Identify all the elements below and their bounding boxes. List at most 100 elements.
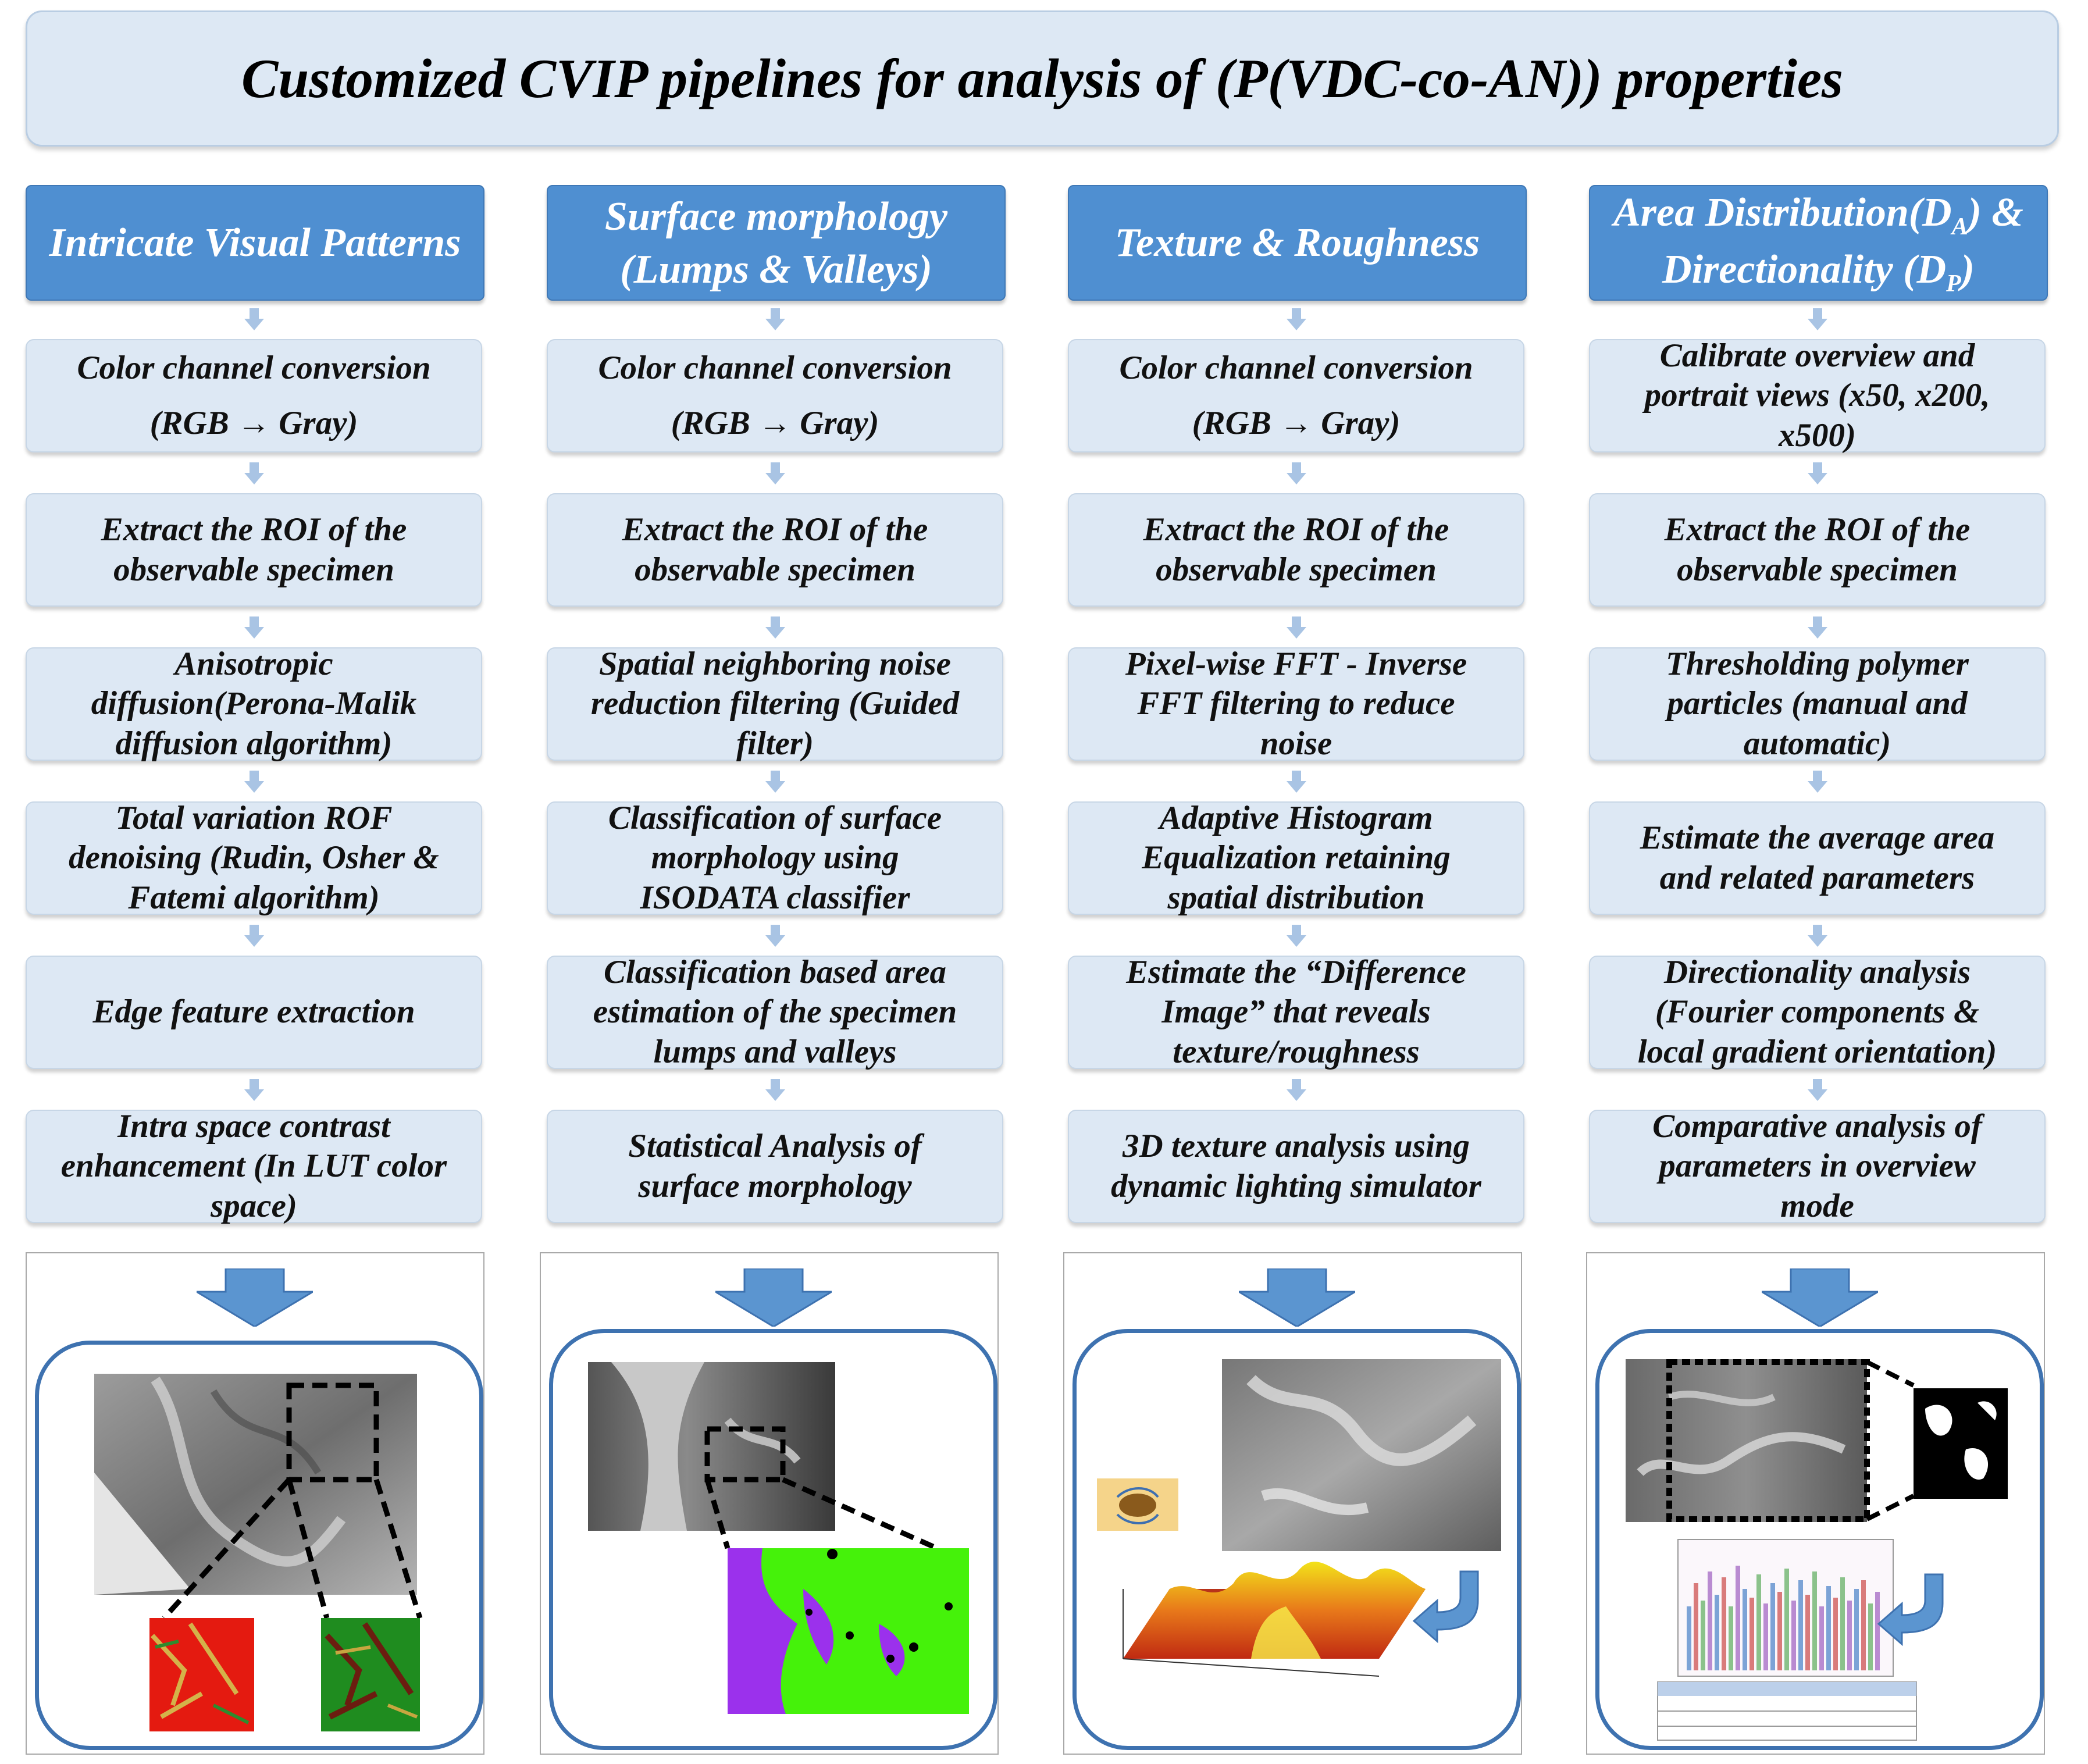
texture-3d-illustration bbox=[1097, 1359, 1501, 1677]
step-line: ISODATA classifier bbox=[640, 879, 910, 916]
down-arrow-icon bbox=[1808, 616, 1827, 639]
step-line: Estimate the average area bbox=[1640, 819, 1995, 857]
step-line: Color channel conversion bbox=[77, 350, 431, 387]
down-arrow-icon bbox=[244, 616, 264, 639]
step-box: Extract the ROI of the observable specim… bbox=[26, 493, 482, 607]
step-line: denoising (Rudin, Osher & bbox=[69, 839, 439, 876]
step-box: Intra space contrast enhancement (In LUT… bbox=[26, 1108, 482, 1224]
step-line: estimation of the specimen bbox=[593, 993, 957, 1031]
step-line: FFT filtering to reduce bbox=[1137, 685, 1455, 722]
step-line: Extract the ROI of the bbox=[1143, 511, 1449, 548]
big-down-arrow-icon bbox=[1762, 1268, 1878, 1327]
header-line: Directionality (DP) bbox=[1662, 247, 1975, 297]
step-box: Color channel conversion (RGB → Gray) bbox=[1068, 339, 1524, 452]
down-arrow-icon bbox=[1808, 308, 1827, 330]
down-arrow-icon bbox=[1808, 462, 1827, 484]
header-line: Intricate Visual Patterns bbox=[49, 220, 461, 265]
step-box: Extract the ROI of the observable specim… bbox=[547, 493, 1003, 607]
step-line: Edge feature extraction bbox=[92, 993, 415, 1031]
step-line: local gradient orientation) bbox=[1637, 1033, 1997, 1070]
step-box: Pixel-wise FFT - Inverse FFT filtering t… bbox=[1068, 646, 1524, 762]
down-arrow-icon bbox=[244, 462, 264, 484]
step-box: Classification based area estimation of … bbox=[547, 953, 1003, 1070]
step-line: lumps and valleys bbox=[653, 1033, 897, 1070]
down-arrow-icon bbox=[765, 462, 785, 484]
step-line: Directionality analysis bbox=[1663, 953, 1971, 990]
step-line: Classification based area bbox=[603, 953, 946, 990]
step-line: Adaptive Histogram bbox=[1159, 799, 1433, 836]
down-arrow-icon bbox=[765, 308, 785, 330]
step-line: diffusion algorithm) bbox=[115, 725, 393, 762]
header-line: Surface morphology bbox=[604, 194, 948, 239]
step-box: Statistical Analysis of surface morpholo… bbox=[547, 1110, 1003, 1223]
step-box: Estimate the average area and related pa… bbox=[1589, 801, 2046, 915]
step-line: and related parameters bbox=[1659, 859, 1975, 896]
isodata-illustration bbox=[588, 1362, 969, 1714]
result-panel-directionality bbox=[1586, 1252, 2045, 1755]
histogram-bars bbox=[1687, 1566, 1880, 1670]
column-header: Surface morphology (Lumps & Valleys) bbox=[547, 185, 1006, 301]
step-line: dynamic lighting simulator bbox=[1111, 1167, 1481, 1204]
step-line: Color channel conversion bbox=[1119, 350, 1473, 387]
result-panel-edge-features bbox=[26, 1252, 484, 1755]
step-line: (Fourier components & bbox=[1655, 993, 1980, 1031]
step-line: diffusion(Perona-Malik bbox=[91, 685, 417, 722]
step-box: Edge feature extraction bbox=[26, 956, 482, 1069]
step-box: Calibrate overview and portrait views (x… bbox=[1589, 337, 2046, 454]
down-arrow-icon bbox=[1287, 308, 1306, 330]
step-line: 3D texture analysis using bbox=[1122, 1128, 1470, 1165]
down-arrow-icon bbox=[1808, 771, 1827, 793]
result-frame bbox=[549, 1329, 997, 1750]
step-box: Extract the ROI of the observable specim… bbox=[1068, 493, 1524, 607]
step-line: noise bbox=[1260, 725, 1332, 762]
down-arrow-icon bbox=[765, 1079, 785, 1101]
result-frame bbox=[1595, 1329, 2044, 1750]
step-line: space) bbox=[211, 1187, 297, 1224]
down-arrow-icon bbox=[1808, 1079, 1827, 1101]
step-box: Color channel conversion (RGB → Gray) bbox=[547, 339, 1003, 452]
big-down-arrow-icon bbox=[197, 1268, 313, 1327]
result-panel-isodata-classification bbox=[540, 1252, 999, 1755]
step-line: (RGB → Gray) bbox=[1192, 404, 1401, 441]
step-box: Total variation ROF denoising (Rudin, Os… bbox=[26, 799, 482, 916]
step-box: Directionality analysis (Fourier compone… bbox=[1589, 953, 2046, 1070]
step-line: Thresholding polymer bbox=[1666, 645, 1969, 682]
big-down-arrow-icon bbox=[1239, 1268, 1355, 1327]
step-line: Total variation ROF bbox=[115, 799, 393, 836]
step-line: Color channel conversion bbox=[598, 350, 952, 387]
result-frame bbox=[1072, 1329, 1521, 1750]
down-arrow-icon bbox=[1287, 1079, 1306, 1101]
step-box: Spatial neighboring noise reduction filt… bbox=[547, 645, 1003, 762]
step-line: Spatial neighboring noise bbox=[598, 645, 951, 682]
header-line: Area Distribution(DA) & bbox=[1613, 190, 2023, 240]
step-box: Classification of surface morphology usi… bbox=[547, 800, 1003, 916]
directionality-illustration bbox=[1626, 1359, 2008, 1741]
header-line: (Lumps & Valleys) bbox=[620, 247, 932, 292]
down-arrow-icon bbox=[1808, 925, 1827, 947]
title-banner: Customized CVIP pipelines for analysis o… bbox=[26, 10, 2059, 147]
down-arrow-icon bbox=[1287, 925, 1306, 947]
step-box: Anisotropic diffusion(Perona-Malik diffu… bbox=[26, 646, 482, 762]
step-line: observable specimen bbox=[113, 551, 394, 588]
header-line: Texture & Roughness bbox=[1114, 220, 1480, 265]
step-line: filter) bbox=[736, 725, 814, 762]
page-title: Customized CVIP pipelines for analysis o… bbox=[241, 48, 1844, 109]
step-line: observable specimen bbox=[1677, 551, 1958, 588]
down-arrow-icon bbox=[244, 925, 264, 947]
step-box: Extract the ROI of the observable specim… bbox=[1589, 493, 2046, 607]
step-line: Statistical Analysis of bbox=[628, 1128, 922, 1165]
step-box: Estimate the “Difference Image” that rev… bbox=[1068, 954, 1524, 1070]
step-line: spatial distribution bbox=[1167, 879, 1425, 916]
step-line: Image” that reveals bbox=[1161, 993, 1431, 1031]
down-arrow-icon bbox=[1287, 462, 1306, 484]
step-box: Comparative analysis of parameters in ov… bbox=[1589, 1108, 2046, 1224]
step-line: reduction filtering (Guided bbox=[590, 685, 960, 722]
step-line: automatic) bbox=[1743, 725, 1891, 762]
step-line: particles (manual and bbox=[1667, 685, 1968, 722]
column-header: Area Distribution(DA) & Directionality (… bbox=[1589, 185, 2048, 301]
step-line: Calibrate overview and bbox=[1659, 337, 1975, 374]
step-box: Adaptive Histogram Equalization retainin… bbox=[1068, 799, 1524, 916]
down-arrow-icon bbox=[765, 771, 785, 793]
step-line: x500) bbox=[1779, 416, 1856, 454]
sem-edge-illustration bbox=[94, 1374, 423, 1731]
